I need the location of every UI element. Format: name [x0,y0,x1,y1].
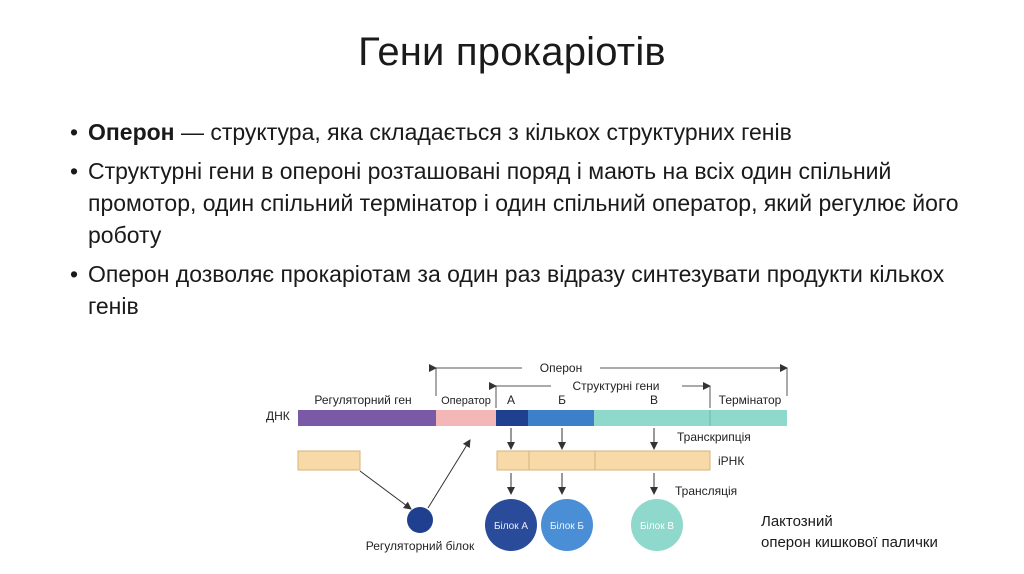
bullet-dot: • [70,261,79,287]
protein-a-label: Білок А [494,521,528,532]
protein-a [485,499,537,551]
bullet-item: • Оперон дозволяє прокаріотам за один ра… [70,258,970,322]
protein-c-label: Білок В [640,521,674,532]
bullet-text: — структура, яка складається з кількох с… [174,119,792,145]
bullet-text: Структурні гени в опероні розташовані по… [88,158,959,248]
regulatory-protein [407,507,433,533]
operator-segment [436,410,496,426]
caption-line: Лактозний [761,513,833,530]
gene-c-segment [594,410,710,426]
mrna-a [496,450,530,471]
bullet-dot: • [70,158,79,184]
regulatory-gene-segment [298,410,436,426]
regulatory-gene-label: Регуляторний ген [314,393,411,407]
bullet-list: • Оперон — структура, яка складається з … [70,116,970,329]
bullet-text: Оперон дозволяє прокаріотам за один раз … [88,261,945,319]
operator-label: Оператор [441,395,491,407]
operon-label: Оперон [540,361,582,375]
gene-a-label: А [507,393,515,407]
mrna-b [528,450,596,471]
regulatory-protein-label: Регуляторний білок [366,539,475,553]
protein-c [631,499,683,551]
bullet-item: • Структурні гени в опероні розташовані … [70,155,970,251]
gene-b-label: Б [558,393,566,407]
caption-line: оперон кишкової палички [761,534,938,551]
transcription-label: Транскрипція [677,430,751,444]
regulatory-mrna [297,450,361,471]
mrna-label: іРНК [718,454,744,468]
gene-b-segment [528,410,594,426]
structural-genes-label: Структурні гени [573,379,660,393]
dna-label: ДНК [266,409,290,423]
gene-a-segment [496,410,528,426]
translation-label: Трансляція [675,484,737,498]
terminator-segment [710,410,787,426]
protein-b [541,499,593,551]
mrna-c [594,450,711,471]
gene-c-label: В [650,393,658,407]
bullet-dot: • [70,119,79,145]
protein-b-label: Білок Б [550,521,584,532]
bullet-item: • Оперон — структура, яка складається з … [70,116,970,148]
diagram-caption: Лактозний оперон кишкової палички [761,511,938,553]
slide-title: Гени прокаріотів [358,30,666,74]
bullet-bold-term: Оперон [88,119,175,145]
terminator-label: Термінатор [719,393,782,407]
